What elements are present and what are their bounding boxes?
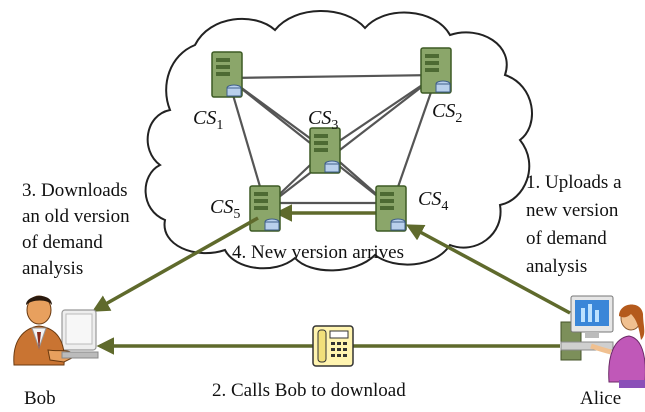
step2-label: 2. Calls Bob to download [212, 380, 406, 401]
step1-label: 1. Uploads a new version of demand analy… [526, 172, 626, 277]
server-cs4 [375, 185, 407, 232]
server-icon [375, 185, 407, 232]
link-cs1-cs2 [227, 73, 438, 80]
server-cs2 [420, 47, 452, 94]
label-cs1: CS1 [193, 107, 223, 133]
server-icon [249, 185, 281, 232]
alice-label: Alice [580, 388, 621, 409]
server-cs1 [211, 51, 243, 98]
link-cs2-cs3 [325, 74, 438, 151]
telephone-icon [312, 325, 354, 367]
bob-label: Bob [24, 388, 56, 409]
link-cs2-cs4 [389, 74, 439, 208]
step1-arrow [405, 224, 571, 315]
server-icon [420, 47, 452, 94]
server-icon [211, 51, 243, 98]
man-at-computer-icon [13, 295, 99, 366]
link-cs2-cs5 [265, 74, 438, 208]
step3-arrow [91, 216, 259, 312]
label-cs3: CS3 [308, 107, 338, 133]
label-cs2: CS2 [432, 100, 462, 126]
label-cs4: CS4 [418, 188, 448, 214]
server-cs5 [249, 185, 281, 232]
server-cs3 [309, 127, 341, 174]
woman-at-computer-icon [560, 295, 645, 388]
step3-label: 3. Downloads an old version of demand an… [22, 180, 134, 279]
server-icon [309, 127, 341, 174]
label-cs5: CS5 [210, 196, 240, 222]
step4-label: 4. New version arrives [232, 242, 404, 263]
